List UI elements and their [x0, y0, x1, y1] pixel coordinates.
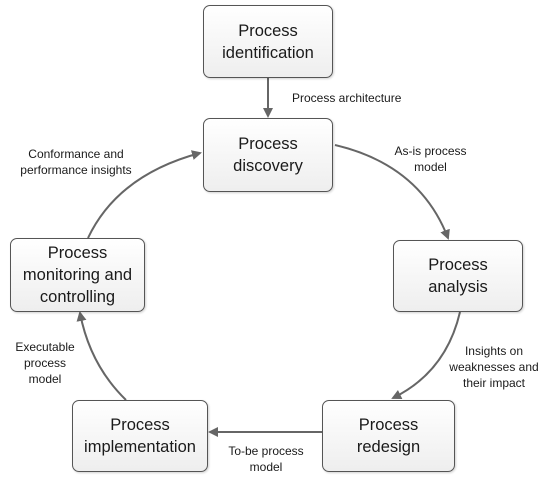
- arrow-discovery-to-analysis: [334, 144, 450, 240]
- node-process-redesign: Process redesign: [322, 400, 455, 472]
- edge-label-executable-process-model: Executable process model: [15, 340, 75, 386]
- node-process-discovery: Process discovery: [203, 118, 333, 192]
- edge-label-process-architecture: Process architecture: [292, 91, 402, 105]
- arrow-monitoring-to-discovery: [87, 150, 202, 239]
- edge-label-as-is-process-model: As-is process model: [394, 144, 467, 174]
- edge-label-conformance-and-performance-insights: Conformance and performance insights: [20, 147, 132, 177]
- edge-label-to-be-process-model: To-be process model: [228, 444, 304, 474]
- arrow-implementation-to-monitoring: [76, 311, 127, 401]
- node-label: Process analysis: [428, 256, 488, 296]
- node-process-monitoring-and-controlling: Process monitoring and controlling: [10, 238, 145, 312]
- node-label: Process implementation: [84, 416, 196, 456]
- node-process-identification: Process identification: [203, 5, 333, 78]
- node-label: Process redesign: [356, 416, 421, 456]
- arrow-analysis-to-redesign: [391, 311, 461, 399]
- node-label: Process discovery: [233, 135, 303, 175]
- node-process-analysis: Process analysis: [393, 240, 523, 312]
- node-process-implementation: Process implementation: [72, 400, 208, 472]
- edge-label-insights-on-weaknesses: Insights on weaknesses and their impact: [449, 344, 539, 390]
- node-label: Process monitoring and controlling: [22, 244, 133, 306]
- node-label: Process identification: [222, 21, 314, 62]
